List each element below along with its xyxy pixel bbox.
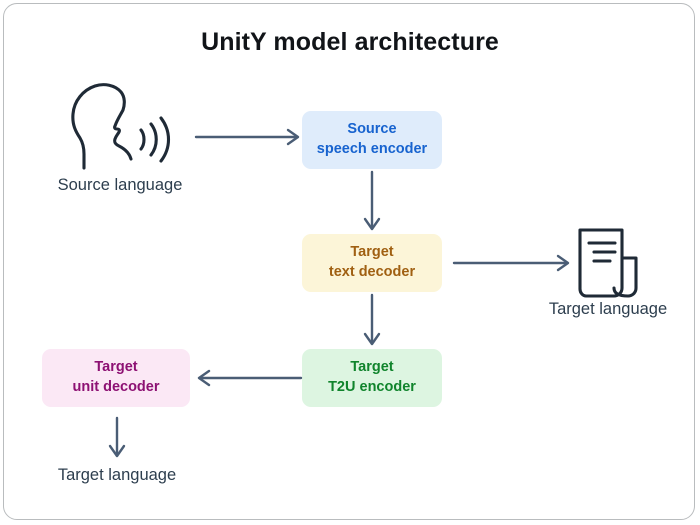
caption-target-language-text: Target language — [548, 300, 668, 318]
node-target-text-decoder-line2: text decoder — [328, 264, 416, 280]
node-source-speech-encoder-line2: speech encoder — [316, 141, 428, 157]
arrow-text-decoder-to-t2u-encoder — [363, 293, 381, 346]
arrow-text-decoder-to-document — [452, 254, 570, 272]
node-target-unit-decoder-line2: unit decoder — [72, 379, 160, 395]
node-target-unit-decoder-line1: Target — [94, 359, 138, 376]
caption-target-language-speech: Target language — [57, 466, 177, 484]
node-target-t2u-encoder[interactable]: Target T2U encoder — [302, 349, 442, 407]
caption-source-language: Source language — [57, 176, 183, 194]
arrow-unit-decoder-to-output — [108, 416, 126, 458]
arrow-head-to-encoder — [194, 128, 300, 146]
node-source-speech-encoder-line1: Source — [347, 121, 397, 138]
node-target-text-decoder[interactable]: Target text decoder — [302, 234, 442, 292]
speaking-head-icon — [71, 83, 171, 170]
unity-architecture-diagram: UnitY model architecture Source language… — [4, 4, 694, 519]
node-target-t2u-encoder-line2: T2U encoder — [328, 379, 416, 395]
node-target-text-decoder-line1: Target — [350, 244, 394, 261]
node-target-t2u-encoder-line1: Target — [350, 359, 394, 376]
diagram-card: UnitY model architecture Source language… — [3, 3, 695, 520]
node-target-unit-decoder[interactable]: Target unit decoder — [42, 349, 190, 407]
node-source-speech-encoder[interactable]: Source speech encoder — [302, 111, 442, 169]
arrow-encoder-to-text-decoder — [363, 170, 381, 231]
document-icon — [578, 228, 638, 298]
page-title: UnitY model architecture — [201, 28, 499, 56]
arrow-t2u-encoder-to-unit-decoder — [197, 369, 303, 387]
